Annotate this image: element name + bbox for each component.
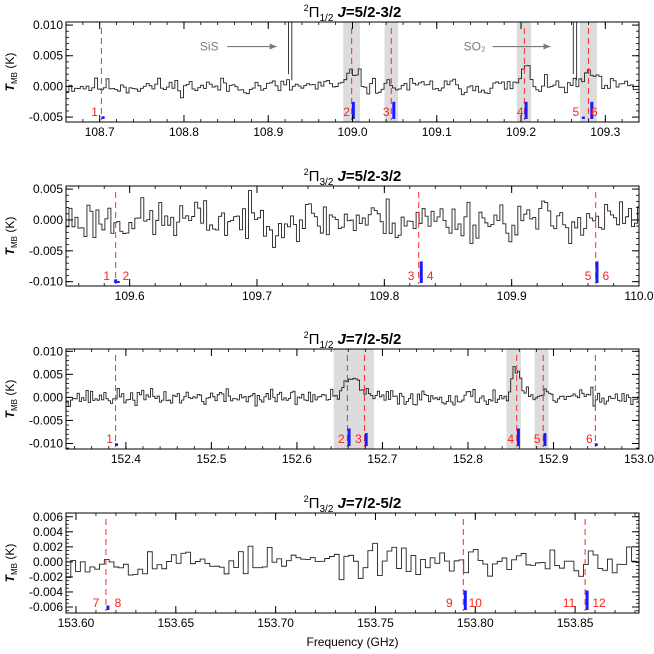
x-tick-label: 152.8 bbox=[453, 452, 483, 466]
component-label-4: 4 bbox=[427, 269, 434, 283]
spectrum-trace bbox=[66, 65, 640, 99]
y-tick-label: -0.010 bbox=[29, 436, 63, 450]
y-tick-label: 0.000 bbox=[33, 555, 63, 569]
annotation-label-1: SiS bbox=[200, 40, 219, 54]
component-label-6: 6 bbox=[603, 269, 610, 283]
x-tick-label: 152.5 bbox=[196, 452, 226, 466]
y-tick-label: -0.005 bbox=[29, 110, 63, 124]
y-axis-label: TMB (K) bbox=[3, 217, 19, 256]
y-tick-label: 0.010 bbox=[33, 344, 63, 358]
panel-title: 2Π1/2 J=5/2-3/2 bbox=[304, 3, 402, 24]
x-tick-label: 153.80 bbox=[457, 616, 494, 630]
x-tick-label: 109.7 bbox=[242, 289, 272, 303]
y-tick-label: 0.005 bbox=[33, 49, 63, 63]
strong-line-spike-2 bbox=[572, 22, 578, 81]
y-tick-label: 0.000 bbox=[33, 79, 63, 93]
panel-title: 2Π3/2 J=7/2-5/2 bbox=[304, 494, 402, 515]
y-tick-label: 0.000 bbox=[33, 390, 63, 404]
component-label-1: 1 bbox=[91, 105, 98, 119]
component-label-4: 4 bbox=[507, 432, 514, 446]
spectrum-panel-4: 7 8 9 10 11 12 153.60 153.65 153.70 153.75 153.80 1… bbox=[3, 494, 640, 630]
y-tick-label: -0.010 bbox=[29, 275, 63, 289]
component-label-9: 9 bbox=[446, 596, 453, 610]
x-tick-label: 153.75 bbox=[357, 616, 394, 630]
y-tick-label: -0.006 bbox=[29, 600, 63, 614]
component-label-5: 5 bbox=[534, 432, 541, 446]
y-axis-label: TMB (K) bbox=[3, 544, 19, 583]
shaded-region-3 bbox=[534, 349, 549, 449]
y-axis-label: TMB (K) bbox=[3, 380, 19, 419]
x-tick-label: 109.8 bbox=[369, 289, 399, 303]
x-tick-label: 153.60 bbox=[58, 616, 95, 630]
component-label-7: 7 bbox=[93, 596, 100, 610]
component-label-6: 6 bbox=[591, 105, 598, 119]
component-label-5: 5 bbox=[572, 105, 579, 119]
x-tick-label: 109.1 bbox=[422, 125, 452, 139]
component-label-4: 4 bbox=[517, 105, 524, 119]
annotation-label-2: SO₂ bbox=[464, 40, 486, 54]
x-tick-label: 110.0 bbox=[624, 289, 653, 303]
x-axis-label: Frequency (GHz) bbox=[306, 635, 398, 649]
component-label-3: 3 bbox=[355, 432, 362, 446]
y-tick-label: -0.005 bbox=[29, 413, 63, 427]
y-tick-label: -0.005 bbox=[29, 244, 63, 258]
component-label-2: 2 bbox=[338, 432, 345, 446]
component-label-1: 1 bbox=[103, 269, 110, 283]
component-label-2: 2 bbox=[123, 269, 130, 283]
x-tick-label: 109.3 bbox=[590, 125, 620, 139]
component-label-1: 1 bbox=[106, 432, 113, 446]
x-tick-label: 153.70 bbox=[257, 616, 294, 630]
y-tick-label: 0.002 bbox=[33, 540, 63, 554]
x-tick-label: 153.65 bbox=[157, 616, 194, 630]
x-tick-label: 153.0 bbox=[624, 452, 654, 466]
component-label-10: 10 bbox=[469, 596, 483, 610]
spectrum-trace bbox=[66, 542, 639, 581]
component-label-11: 11 bbox=[563, 596, 576, 610]
x-tick-label: 109.9 bbox=[497, 289, 527, 303]
spectrum-trace bbox=[66, 366, 639, 407]
component-label-5: 5 bbox=[585, 269, 592, 283]
y-tick-label: -0.004 bbox=[29, 585, 63, 599]
y-tick-label: 0.005 bbox=[33, 182, 63, 196]
x-tick-label: 152.9 bbox=[538, 452, 568, 466]
x-tick-label: 108.9 bbox=[253, 125, 283, 139]
panel-title: 2Π3/2 J=5/2-3/2 bbox=[304, 167, 402, 188]
spectrum-trace bbox=[66, 190, 639, 248]
x-tick-label: 108.7 bbox=[85, 125, 115, 139]
shaded-region-2 bbox=[506, 349, 521, 449]
component-label-3: 3 bbox=[383, 105, 390, 119]
x-tick-label: 109.0 bbox=[337, 125, 367, 139]
x-tick-label: 152.7 bbox=[367, 452, 397, 466]
shaded-region-1 bbox=[333, 349, 374, 449]
x-tick-label: 152.6 bbox=[282, 452, 312, 466]
y-tick-label: 0.000 bbox=[33, 213, 63, 227]
y-axis-label: TMB (K) bbox=[3, 53, 19, 92]
plot-frame bbox=[65, 185, 640, 287]
x-tick-label: 153.85 bbox=[557, 616, 594, 630]
plot-frame bbox=[65, 512, 640, 614]
y-tick-label: 0.010 bbox=[33, 18, 63, 32]
y-tick-label: 0.006 bbox=[33, 510, 63, 524]
x-tick-label: 109.6 bbox=[115, 289, 145, 303]
component-label-12: 12 bbox=[592, 596, 606, 610]
component-label-6: 6 bbox=[586, 432, 593, 446]
y-tick-label: 0.004 bbox=[33, 525, 63, 539]
plot-frame bbox=[65, 348, 640, 450]
x-tick-label: 108.8 bbox=[169, 125, 199, 139]
y-tick-label: -0.002 bbox=[29, 570, 63, 584]
y-tick-label: 0.005 bbox=[33, 367, 63, 381]
component-label-2: 2 bbox=[343, 105, 350, 119]
strong-line-spike-1 bbox=[288, 22, 293, 81]
panel-title: 2Π1/2 J=7/2-5/2 bbox=[304, 330, 402, 351]
x-tick-label: 109.2 bbox=[506, 125, 536, 139]
component-label-3: 3 bbox=[408, 269, 415, 283]
component-label-8: 8 bbox=[115, 596, 122, 610]
x-tick-label: 152.4 bbox=[111, 452, 141, 466]
